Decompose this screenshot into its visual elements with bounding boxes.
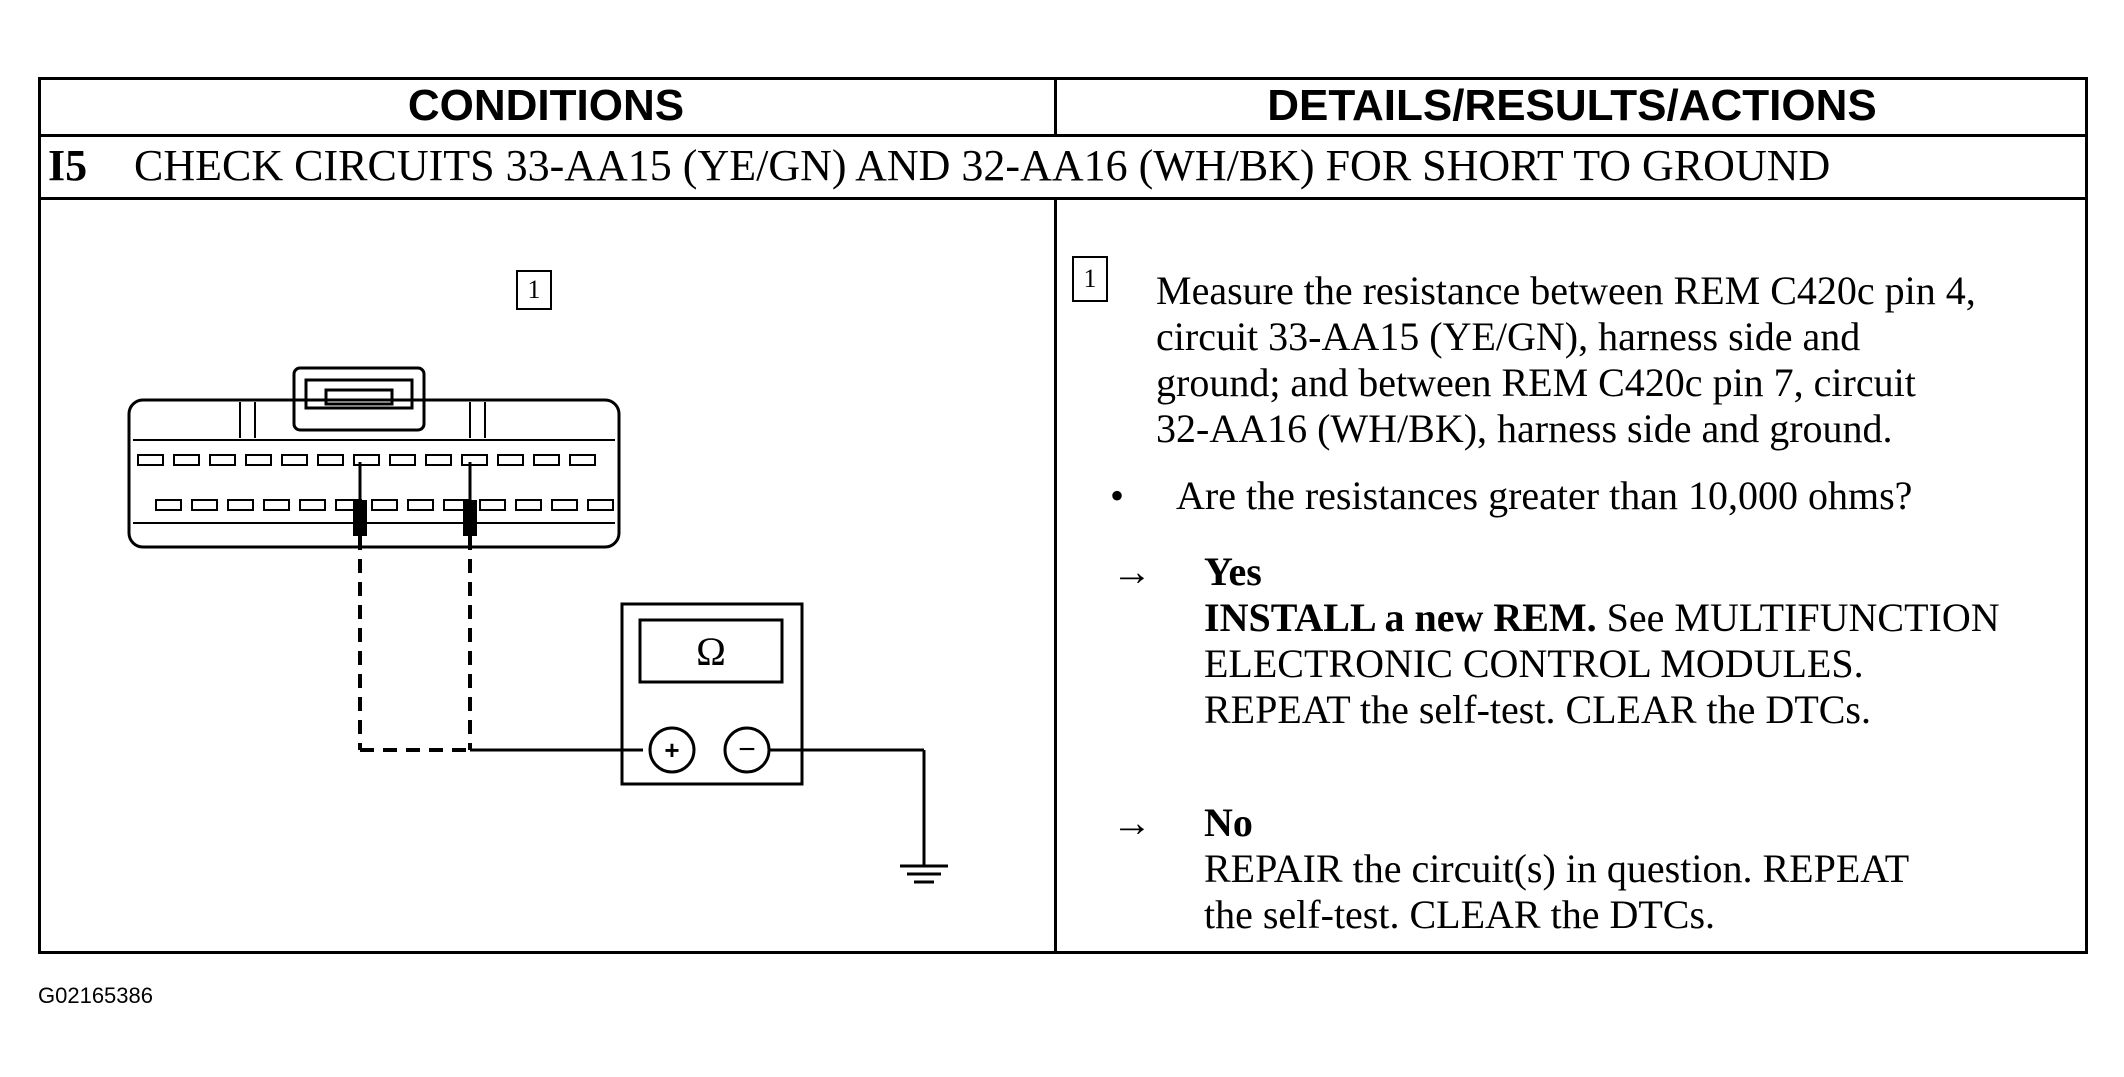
- pin-cavity: [227, 499, 254, 511]
- pin-cavity: [371, 499, 398, 511]
- question-text: Are the resistances greater than 10,000 …: [1176, 473, 1913, 518]
- pin-cavity: [479, 499, 506, 511]
- probe-pin-4: [353, 500, 367, 536]
- connector-icon: [127, 366, 621, 549]
- step-divider: [38, 197, 2088, 200]
- diagram-step-marker: 1: [516, 270, 552, 310]
- pin-cavity: [245, 454, 272, 466]
- pin-cavity: [407, 499, 434, 511]
- instruction-line-1: Measure the resistance between REM C420c…: [1156, 268, 1976, 313]
- pin-cavity: [569, 454, 596, 466]
- probe-pin-7: [463, 500, 477, 536]
- yes-label: Yes: [1204, 549, 1262, 594]
- conditions-header: CONDITIONS: [407, 81, 685, 130]
- pin-cavity: [209, 454, 236, 466]
- no-line-2: the self-test. CLEAR the DTCs.: [1204, 892, 1716, 937]
- ground-icon: [769, 748, 948, 884]
- yes-branch: Yes INSTALL a new REM. See MULTIFUNCTION…: [1204, 549, 2084, 733]
- no-line-1: REPAIR the circuit(s) in question. REPEA…: [1204, 846, 1910, 891]
- pin-cavity: [317, 454, 344, 466]
- column-divider-header: [1054, 77, 1057, 135]
- yes-arrow: →: [1112, 549, 1152, 594]
- minus-terminal-label: −: [738, 733, 756, 766]
- pin-cavity: [191, 499, 218, 511]
- pin-cavity: [137, 454, 164, 466]
- no-arrow: →: [1112, 800, 1152, 845]
- instruction-text: Measure the resistance between REM C420c…: [1156, 268, 2076, 452]
- pin-cavity: [281, 454, 308, 466]
- column-divider-body: [1054, 199, 1057, 954]
- pin-cavity: [587, 499, 614, 511]
- pin-cavity: [515, 499, 542, 511]
- figure-id: G02165386: [38, 983, 153, 1008]
- yes-action-rest: See MULTIFUNCTION: [1596, 595, 2000, 640]
- step-title-row: I5 CHECK CIRCUITS 33-AA15 (YE/GN) AND 32-…: [48, 140, 1830, 191]
- details-header: DETAILS/RESULTS/ACTIONS: [1267, 81, 1877, 130]
- pin-cavity: [155, 499, 182, 511]
- details-step-marker: 1: [1072, 256, 1108, 302]
- pin-cavity: [551, 499, 578, 511]
- step-id: I5: [48, 141, 88, 190]
- pin-cavity: [461, 454, 488, 466]
- no-label: No: [1204, 800, 1253, 845]
- yes-action-bold: INSTALL a new REM.: [1204, 595, 1597, 640]
- instruction-line-3: ground; and between REM C420c pin 7, cir…: [1156, 360, 1916, 405]
- pin-cavity: [263, 499, 290, 511]
- ohm-symbol: Ω: [696, 628, 726, 674]
- yes-line-1: INSTALL a new REM. See MULTIFUNCTION: [1204, 595, 2084, 641]
- yes-line-2: ELECTRONIC CONTROL MODULES.: [1204, 641, 1864, 686]
- ohmmeter-icon: [620, 602, 804, 786]
- yes-line-3: REPEAT the self-test. CLEAR the DTCs.: [1204, 687, 1871, 732]
- instruction-line-2: circuit 33-AA15 (YE/GN), harness side an…: [1156, 314, 1861, 359]
- pin-cavity: [533, 454, 560, 466]
- pin-cavity: [425, 454, 452, 466]
- connector-pins-row-2: [155, 499, 614, 511]
- pin-cavity: [497, 454, 524, 466]
- no-branch: No REPAIR the circuit(s) in question. RE…: [1204, 800, 2084, 938]
- pin-cavity: [299, 499, 326, 511]
- test-leads: [358, 536, 472, 752]
- question-bullet: •: [1110, 473, 1125, 518]
- header-divider: [38, 134, 2088, 137]
- step-title: CHECK CIRCUITS 33-AA15 (YE/GN) AND 32-AA…: [134, 141, 1831, 190]
- instruction-line-4: 32-AA16 (WH/BK), harness side and ground…: [1156, 406, 1893, 451]
- pin-cavity: [389, 454, 416, 466]
- pin-cavity: [173, 454, 200, 466]
- pin-cavity: [353, 454, 380, 466]
- connector-pins-row-1: [137, 454, 596, 466]
- procedure-table: [38, 77, 2088, 954]
- plus-terminal-label: +: [664, 734, 680, 765]
